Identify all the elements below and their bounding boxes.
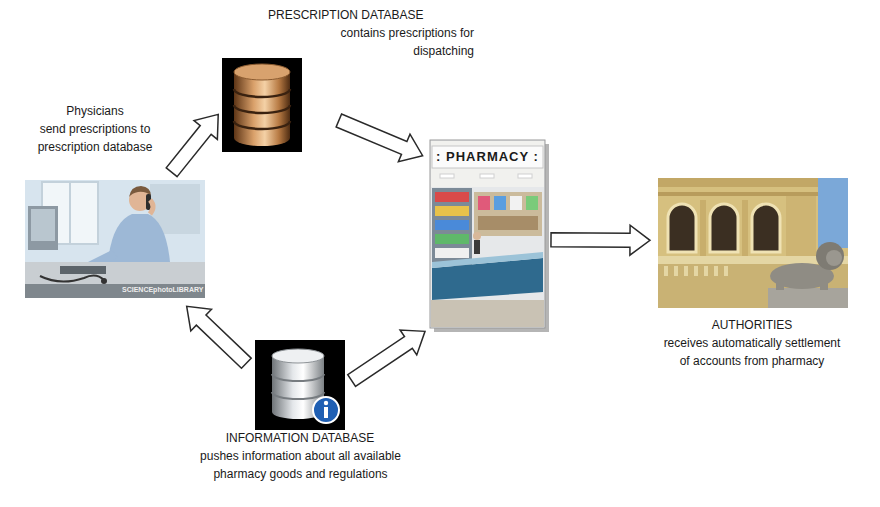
parliament-photo <box>658 178 848 308</box>
physician-photo <box>25 180 205 298</box>
node-description: send prescriptions to prescription datab… <box>10 120 180 156</box>
node-heading: PRESCRIPTION DATABASE <box>268 6 468 24</box>
node-description: contains prescriptions for dispatching <box>312 24 474 60</box>
node-heading: AUTHORITIES <box>652 316 852 334</box>
block-arrow <box>187 306 251 368</box>
photo-node: Physicianssend prescriptions to prescrip… <box>25 180 205 298</box>
sign-text: : PHARMACY : <box>432 147 543 167</box>
block-arrow <box>336 114 422 162</box>
photo-node: AUTHORITIESreceives automatically settle… <box>658 178 848 308</box>
node-heading: INFORMATION DATABASE <box>190 429 410 447</box>
database-node: PRESCRIPTION DATABASEcontains prescripti… <box>222 58 302 152</box>
block-arrow <box>551 225 650 255</box>
watermark: SCIENCEphotoLIBRARY <box>122 286 203 293</box>
node-description: pushes information about all available p… <box>193 447 408 483</box>
database-cylinder <box>222 58 302 152</box>
pharmacy-photo <box>430 140 549 332</box>
block-arrow <box>166 114 218 176</box>
node-heading: Physicians <box>10 102 180 120</box>
info-database-icon <box>255 340 345 430</box>
database-node: INFORMATION DATABASEpushes information a… <box>255 340 345 430</box>
block-arrow <box>348 330 425 386</box>
photo-node: : PHARMACY : <box>430 140 545 328</box>
node-description: receives automatically settlement of acc… <box>660 334 844 370</box>
